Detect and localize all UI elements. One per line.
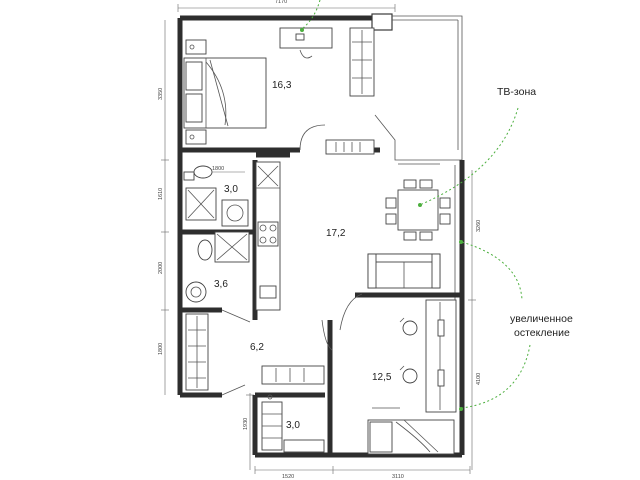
callout-glazing-line2: остекление [514, 327, 570, 339]
dim-left-bath1: 1610 [158, 188, 164, 200]
bathroom-1-fixtures [183, 165, 249, 227]
bedroom-furniture [183, 27, 375, 151]
area-hallway: 6,2 [250, 342, 264, 353]
dim-left-bedroom: 3350 [158, 88, 164, 100]
area-bedroom-2: 12,5 [372, 372, 392, 383]
callout-glazing-line1: увеличенное [510, 313, 573, 325]
area-bathroom-2: 3,6 [214, 279, 228, 290]
callout-tv-zone: ТВ-зона [497, 86, 536, 98]
kitchen-units [255, 152, 290, 311]
callout-lines [300, 0, 531, 411]
dim-bath1-width: 1800 [212, 166, 224, 172]
dimension-lines [161, 4, 476, 474]
dim-left-bath2: 2000 [158, 262, 164, 274]
dim-bottom-left: 1520 [282, 474, 294, 480]
living-furniture [325, 139, 451, 331]
dim-left-closet: 1930 [243, 418, 249, 430]
area-bathroom-1: 3,0 [224, 184, 238, 195]
dim-top: 7170 [275, 0, 287, 5]
area-closet: 3,0 [286, 420, 300, 431]
hallway-furniture [185, 313, 333, 391]
dim-left-hall: 1800 [158, 343, 164, 355]
dim-right-living: 3260 [476, 220, 482, 232]
dim-bottom-right: 3110 [392, 474, 404, 480]
closet-shelving [261, 394, 325, 453]
area-bedroom: 16,3 [272, 80, 292, 91]
bedroom-2-furniture [367, 299, 457, 455]
area-living: 17,2 [326, 228, 346, 239]
bathroom-2-fixtures [185, 231, 250, 303]
dim-right-bedroom2: 4100 [476, 373, 482, 385]
